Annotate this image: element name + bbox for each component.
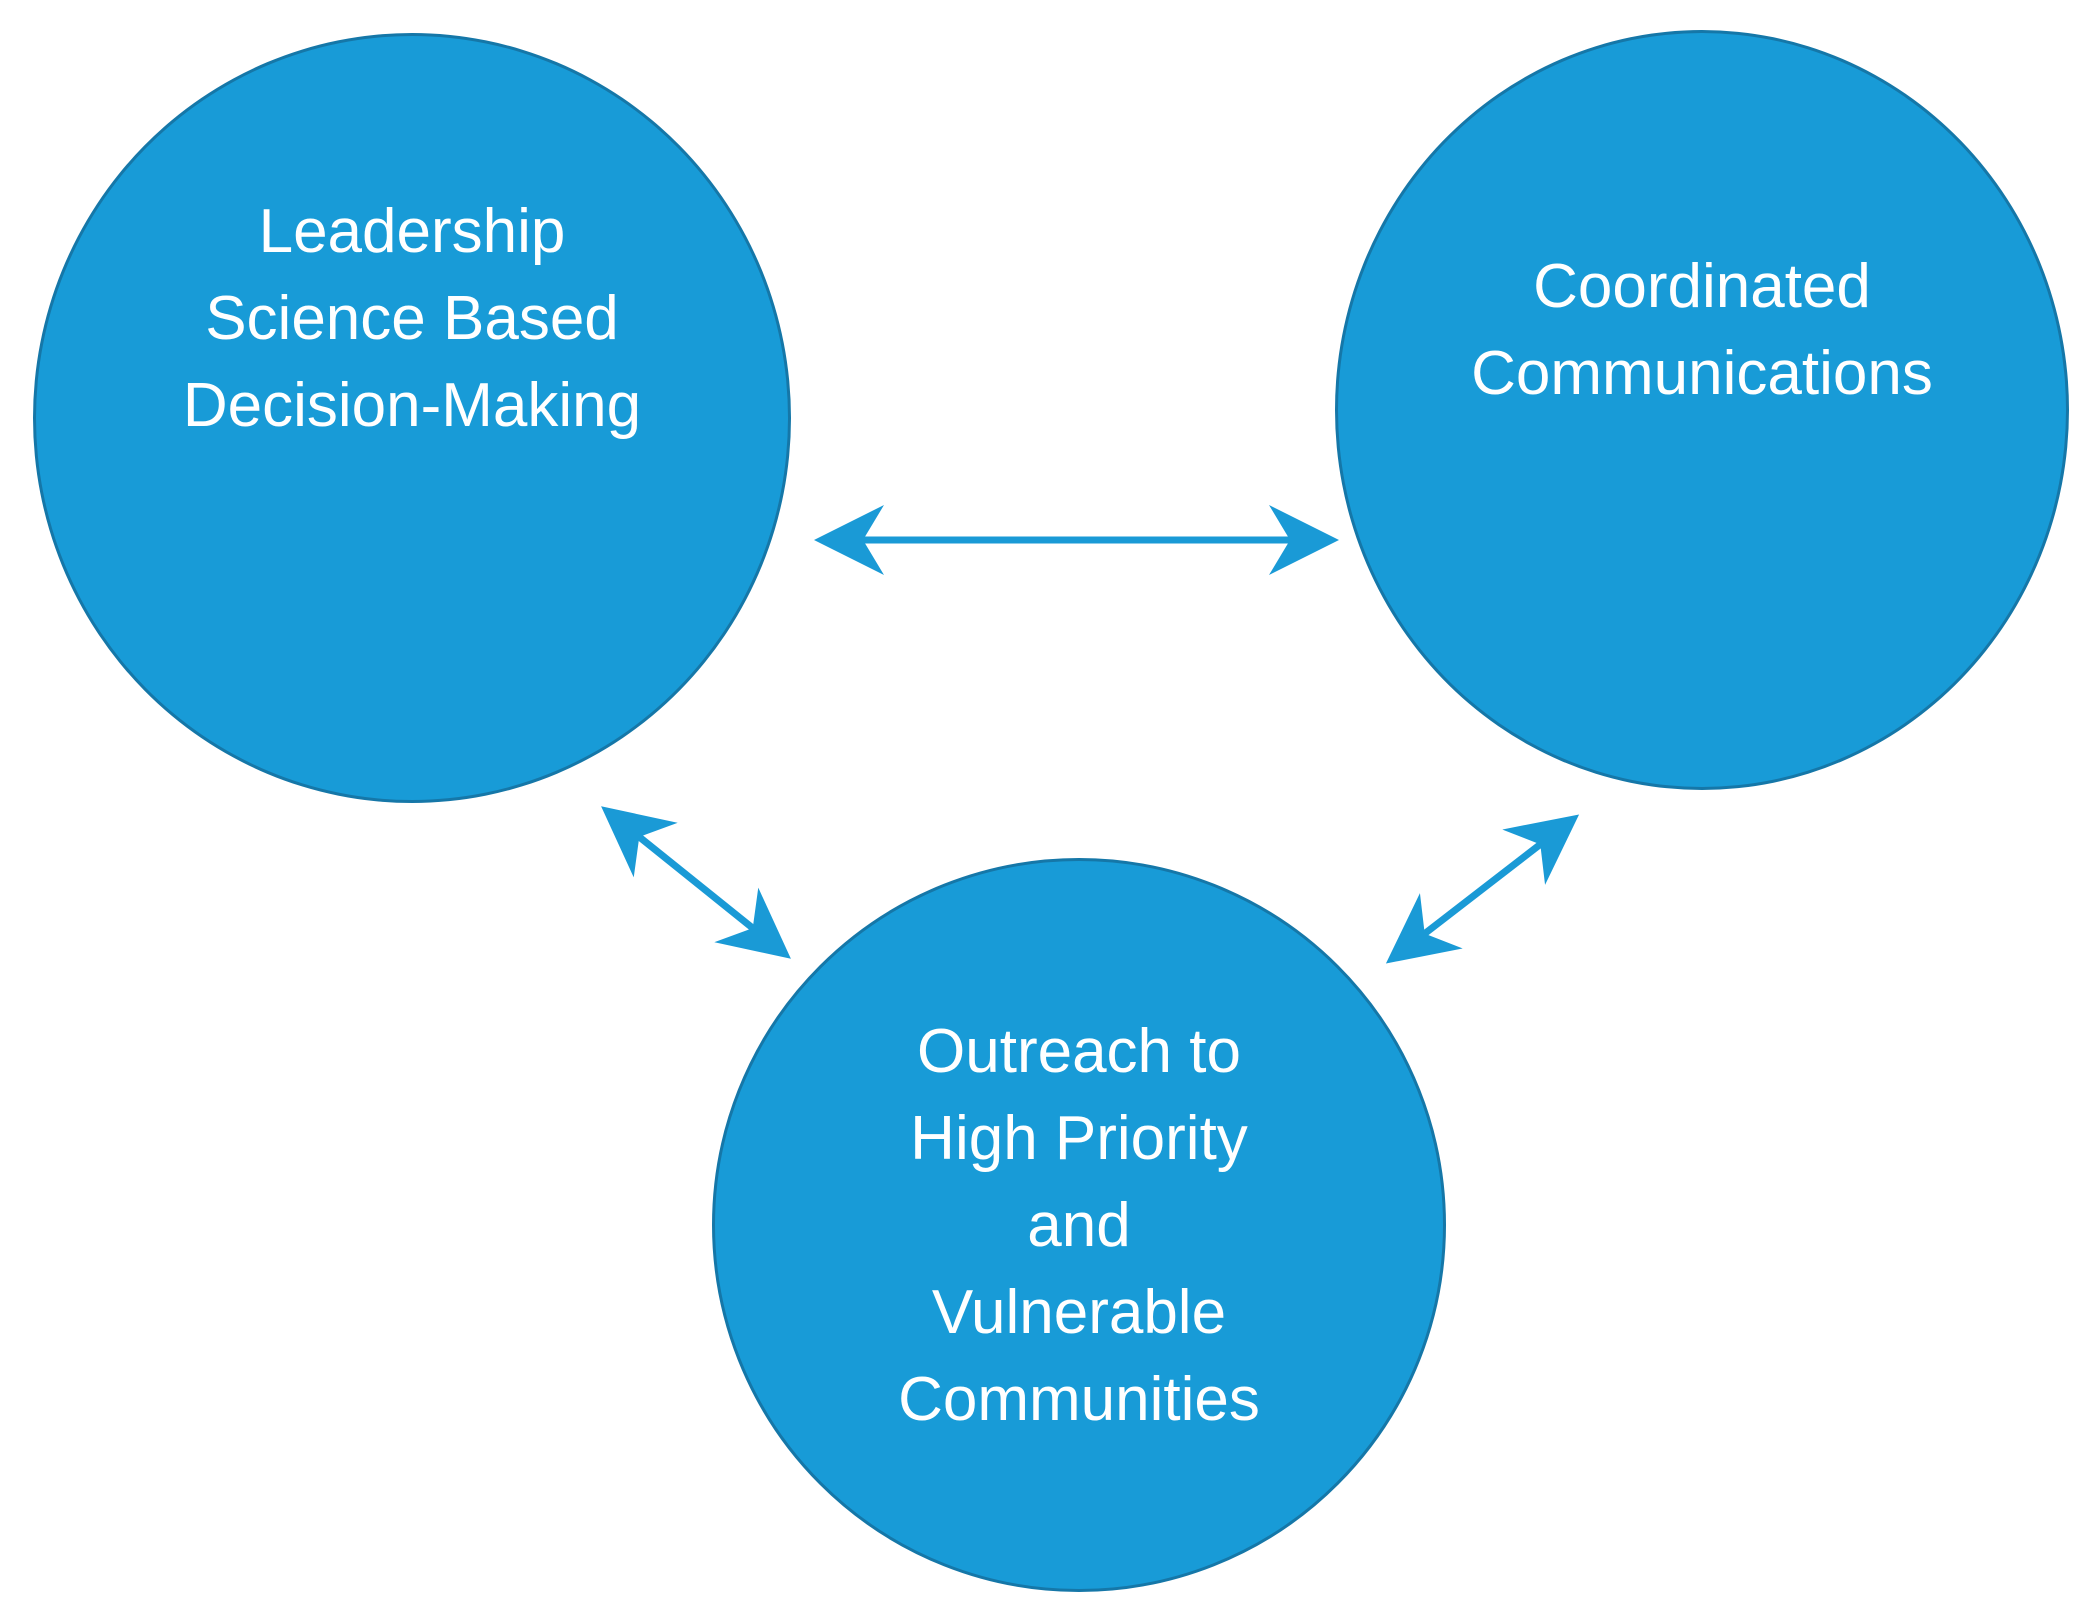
arrow-leadership-outreach: [601, 806, 791, 959]
leadership-label: Leadership Science Based Decision-Making: [182, 196, 642, 440]
communications-label: Coordinated Communications: [1471, 252, 1933, 408]
leadership-circle: Leadership Science Based Decision-Making: [33, 33, 791, 803]
communications-circle: Coordinated Communications: [1335, 30, 2069, 790]
outreach-label: Outreach to High Priority and Vulnerable…: [898, 1016, 1260, 1434]
arrow-communications-outreach: [1385, 814, 1580, 964]
outreach-circle: Outreach to High Priority and Vulnerable…: [712, 858, 1446, 1592]
